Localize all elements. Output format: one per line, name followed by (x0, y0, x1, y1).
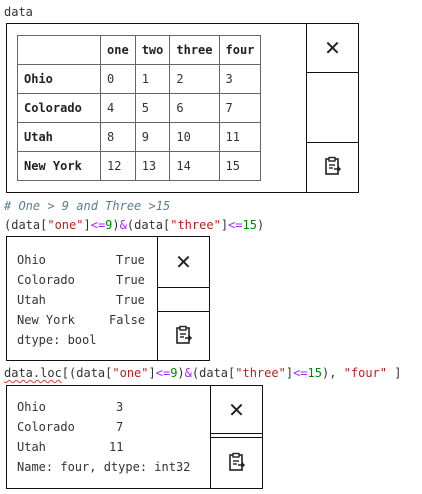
copy-output-button[interactable] (307, 143, 358, 192)
copy-icon (323, 156, 343, 179)
output-side-panel: ✕ (157, 237, 209, 360)
divider (158, 311, 209, 312)
table-row: Ohio 0 1 2 3 (17, 64, 262, 94)
table-row: Colorado 4 5 6 7 (17, 93, 262, 123)
table-cell: 2 (169, 64, 220, 94)
column-header: two (134, 35, 171, 65)
series-row: New York (17, 313, 75, 327)
series-value: 7 (116, 420, 124, 434)
dataframe-table: one two three four Ohio 0 1 2 3 Colorado… (17, 35, 262, 181)
series-value: True (116, 273, 145, 287)
corner-cell (17, 35, 101, 65)
column-header: one (100, 35, 136, 65)
table-header-row: one two three four (17, 35, 262, 65)
bool-series-output: Ohio True Colorado True Utah True New Yo… (6, 236, 210, 361)
series-row: Ohio (17, 253, 46, 267)
dataframe-output: one two three four Ohio 0 1 2 3 Colorado… (6, 23, 359, 193)
code-comment[interactable]: # One > 9 and Three >15 (4, 199, 171, 213)
table-cell: 13 (134, 151, 171, 181)
output-side-panel: ✕ (306, 24, 358, 192)
table-cell: 3 (218, 64, 262, 94)
divider (307, 142, 358, 143)
series-row: Colorado (17, 420, 75, 434)
row-index: Ohio (17, 64, 101, 94)
close-icon: ✕ (228, 397, 245, 422)
table-cell: 5 (134, 93, 171, 123)
table-cell: 7 (218, 93, 262, 123)
series-row: Ohio (17, 400, 46, 414)
table-cell: 15 (218, 151, 262, 181)
close-output-button[interactable]: ✕ (158, 237, 209, 287)
table-cell: 4 (100, 93, 136, 123)
series-value: 3 (116, 400, 124, 414)
copy-icon (174, 325, 194, 348)
copy-output-button[interactable] (158, 312, 209, 360)
code-line-boolean-mask[interactable]: (data["one"]<=9)&(data["three"]<=15) (4, 218, 265, 232)
table-cell: 1 (134, 64, 171, 94)
row-index: Utah (17, 122, 101, 152)
series-row: Utah (17, 293, 46, 307)
table-cell: 12 (100, 151, 136, 181)
table-cell: 9 (134, 122, 171, 152)
series-value: False (109, 313, 146, 327)
table-cell: 8 (100, 122, 136, 152)
output-side-panel: ✕ (210, 386, 262, 488)
code-line-loc[interactable]: data.loc[(data["one"]<=9)&(data["three"]… (4, 366, 402, 380)
column-header: four (218, 35, 262, 65)
table-cell: 14 (169, 151, 220, 181)
table-cell: 10 (169, 122, 220, 152)
int-series-output: Ohio 3 Colorado 7 Utah 11 Name: four, dt… (6, 385, 263, 489)
series-row: Utah (17, 440, 46, 454)
series-value: True (116, 253, 145, 267)
copy-icon (227, 452, 247, 475)
series-row: Colorado (17, 273, 75, 287)
close-output-button[interactable]: ✕ (211, 386, 262, 433)
series-dtype: dtype: bool (17, 333, 97, 347)
divider (307, 72, 358, 73)
close-icon: ✕ (175, 250, 192, 274)
close-output-button[interactable]: ✕ (307, 24, 358, 72)
code-line-data[interactable]: data (4, 5, 33, 19)
divider (211, 437, 262, 438)
table-cell: 6 (169, 93, 220, 123)
table-row: New York 12 13 14 15 (17, 151, 262, 181)
series-dtype: Name: four, dtype: int32 (17, 460, 191, 474)
divider (211, 433, 262, 434)
divider (158, 287, 209, 288)
row-index: New York (17, 151, 101, 181)
column-header: three (169, 35, 220, 65)
copy-output-button[interactable] (211, 438, 262, 488)
series-value: True (116, 293, 145, 307)
series-value: 11 (109, 440, 124, 454)
close-icon: ✕ (324, 36, 341, 60)
row-index: Colorado (17, 93, 101, 123)
table-cell: 0 (100, 64, 136, 94)
table-cell: 11 (218, 122, 262, 152)
table-row: Utah 8 9 10 11 (17, 122, 262, 152)
